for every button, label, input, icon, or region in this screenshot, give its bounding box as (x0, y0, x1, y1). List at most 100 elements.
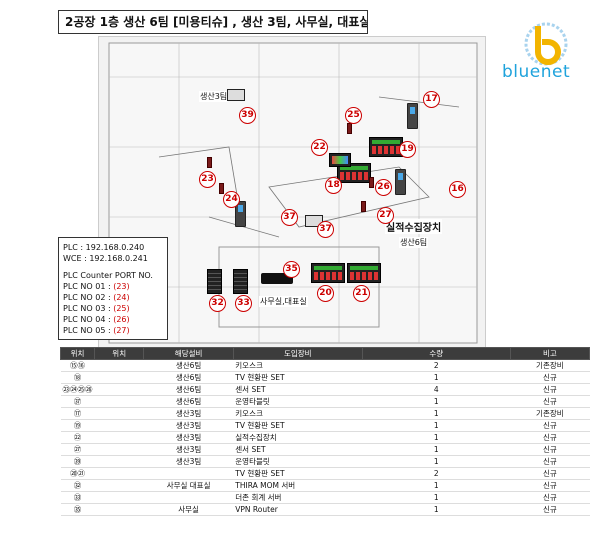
marker-37: 37 (317, 221, 334, 238)
marker-17: 17 (423, 91, 440, 108)
row-note: 신규 (510, 371, 590, 384)
plc-port-label: PLC NO 02 : (63, 293, 114, 302)
plc-info-box: PLC : 192.168.0.240 WCE : 192.168.0.241 … (58, 237, 168, 340)
row-quantity: 1 (362, 431, 511, 444)
row-equipment: TV 현황판 SET (233, 419, 363, 432)
sensor-26-icon (361, 201, 366, 212)
marker-21: 21 (353, 285, 370, 302)
row-equipment: 더존 회계 서버 (233, 491, 363, 504)
label-data-collector: 실적수집장치 (385, 219, 443, 234)
row-quantity: 1 (362, 395, 511, 408)
row-quantity: 2 (362, 467, 511, 480)
plc-port-value: (23) (113, 282, 130, 291)
server-33-icon (233, 269, 248, 294)
row-facility: 생산6팀 (143, 383, 234, 396)
row-quantity: 1 (362, 407, 511, 420)
row-facility: 생산3팀 (143, 431, 234, 444)
row-note: 신규 (510, 431, 590, 444)
row-note: 신규 (510, 467, 590, 480)
row-position: ⑳㉑ (60, 467, 95, 480)
row-position: ㉟ (60, 503, 95, 516)
row-note: 신규 (510, 491, 590, 504)
sensor-24-icon (219, 183, 224, 194)
row-position-2 (94, 359, 144, 372)
marker-26: 27 (377, 207, 394, 224)
col-header-facility: 해당설비 (143, 347, 234, 360)
row-equipment: 실적수집장치 (233, 431, 363, 444)
col-header-quantity: 수량 (361, 347, 511, 360)
marker-20: 20 (317, 285, 334, 302)
row-equipment: 센서 SET (233, 383, 363, 396)
row-position: ㊲ (60, 395, 95, 408)
plc-port-label: PLC NO 01 : (63, 282, 114, 291)
server-32-icon (207, 269, 222, 294)
row-facility: 사무실 (143, 503, 234, 516)
row-note: 신규 (510, 455, 590, 468)
row-facility: 생산6팀 (143, 359, 234, 372)
row-equipment: 키오스크 (233, 359, 363, 372)
row-quantity: 1 (362, 455, 511, 468)
row-equipment: 키오스크 (233, 407, 363, 420)
row-position-2 (94, 395, 144, 408)
plc-port-row: PLC NO 04 : (26) (63, 314, 163, 325)
row-position: ㊴ (60, 455, 95, 468)
row-equipment: THIRA MOM 서버 (233, 479, 363, 492)
row-position: ㉒ (60, 431, 95, 444)
col-header-note: 비고 (509, 347, 591, 360)
row-position-2 (94, 491, 144, 504)
plc-port-row: PLC NO 05 : (27) (63, 325, 163, 336)
row-facility (143, 491, 234, 504)
row-position-2 (94, 443, 144, 456)
row-facility: 생산6팀 (143, 395, 234, 408)
tv-board-20-icon (311, 263, 345, 283)
marker-19: 19 (399, 141, 416, 158)
kiosk-17-icon (407, 103, 418, 129)
row-quantity: 2 (362, 359, 511, 372)
row-position: ⑰ (60, 407, 95, 420)
laptop-icon (227, 89, 245, 101)
row-facility: 생산3팀 (143, 407, 234, 420)
sensor-27-icon (347, 123, 352, 134)
bluenet-logo (524, 22, 568, 66)
row-note: 신규 (510, 443, 590, 456)
row-equipment: TV 현황판 SET (233, 371, 363, 384)
row-position: ㉓㉔㉕㉖ (60, 383, 95, 396)
plc-port-label: PLC NO 04 : (63, 315, 114, 324)
label-office: 사무실,대표실 (259, 296, 308, 307)
row-position-2 (94, 383, 144, 396)
row-equipment: 운영타블릿 (233, 455, 363, 468)
row-position-2 (94, 455, 144, 468)
marker-33: 33 (235, 295, 252, 312)
marker-35: 35 (283, 261, 300, 278)
row-quantity: 1 (362, 443, 511, 456)
marker-39: 39 (239, 107, 256, 124)
row-quantity: 1 (362, 491, 511, 504)
tv-board-21-icon (347, 263, 381, 283)
row-facility: 생산3팀 (143, 455, 234, 468)
plc-port-row: PLC NO 01 : (23) (63, 281, 163, 292)
logo-text: bluenet (502, 62, 571, 82)
row-quantity: 1 (362, 479, 511, 492)
tv-board-19-icon (369, 137, 403, 157)
plc-ip: PLC : 192.168.0.240 (63, 243, 145, 252)
label-team6: 생산6팀 (399, 237, 429, 248)
row-note: 신규 (510, 419, 590, 432)
plc-port-label: PLC NO 03 : (63, 304, 114, 313)
plc-port-label: PLC NO 05 : (63, 326, 114, 335)
row-equipment: 운영타블릿 (233, 395, 363, 408)
col-header-position-2: 위치 (93, 347, 145, 360)
row-quantity: 4 (362, 383, 511, 396)
row-quantity: 1 (362, 503, 511, 516)
kiosk-15-icon (235, 201, 246, 227)
row-position: ⑲ (60, 419, 95, 432)
row-position: ⑮⑯ (60, 359, 95, 372)
marker-24: 24 (223, 191, 240, 208)
